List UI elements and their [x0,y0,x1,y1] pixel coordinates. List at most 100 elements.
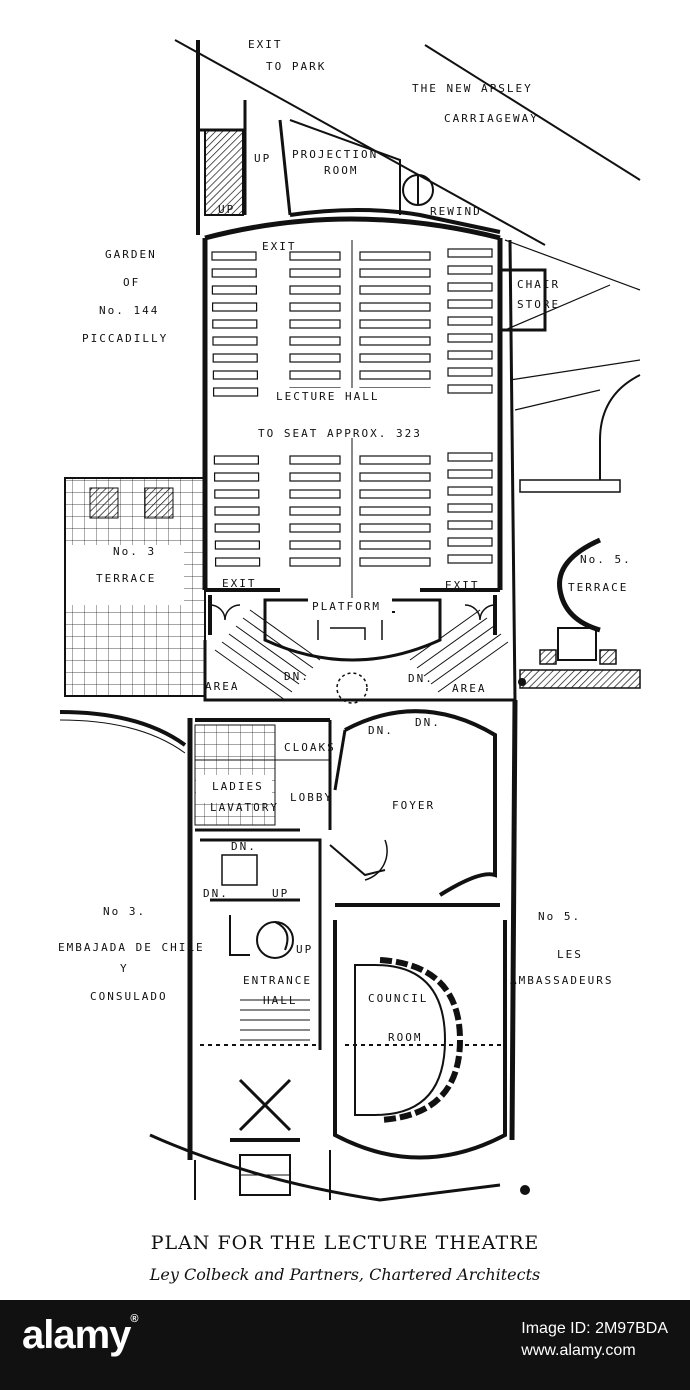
seat-row [447,469,493,479]
seat-row [289,506,341,516]
seat-row [214,472,260,482]
label-terrace-3: TERRACE [96,572,156,585]
site-url: www.alamy.com [521,1342,636,1359]
seat-row [212,336,258,346]
seat-row [289,268,341,278]
bollard [520,1185,530,1195]
label-up: UP [272,887,289,900]
seat-row [211,251,257,261]
plan-labels: EXIT TO PARK THE NEW APSLEY CARRIAGEWAY … [58,38,630,1044]
label-garden: PICCADILLY [82,332,168,345]
label-embajada: CONSULADO [90,990,168,1003]
label-foyer: FOYER [392,799,435,812]
seat-row [289,251,341,261]
seat-row [359,251,431,261]
seat-row [289,557,341,567]
label-carriageway: CARRIAGEWAY [444,112,539,125]
seat-row [447,282,493,292]
seat-row [359,370,431,380]
seat-row [212,353,258,363]
seat-row [289,302,341,312]
seat-row [447,554,493,564]
label-carriageway: THE NEW APSLEY [412,82,533,95]
label-area: AREA [452,682,487,695]
label-cloaks: CLOAKS [284,741,336,754]
seat-row [289,336,341,346]
caption-title: PLAN FOR THE LECTURE THEATRE [150,1232,540,1254]
registered-mark: ® [130,1313,138,1325]
label-down: DN. [415,716,441,729]
label-rewind: REWIND [430,205,482,218]
label-projection-room: ROOM [324,164,359,177]
seat-row [359,336,431,346]
label-down: DN. [203,887,229,900]
caption-subtitle: Ley Colbeck and Partners, Chartered Arch… [149,1265,541,1284]
label-down: DN. [284,670,310,683]
label-ladies-lavatory: LAVATORY [210,801,279,814]
label-down: DN. [231,840,257,853]
seat-row [289,472,341,482]
seat-row [214,506,260,516]
seat-row [214,523,260,533]
seat-row [447,333,493,343]
label-embajada: Y [120,962,129,975]
seat-row [211,285,257,295]
label-area: AREA [205,680,240,693]
label-council-room: ROOM [388,1031,423,1044]
label-entrance-hall: ENTRANCE [243,974,312,987]
seat-row [289,523,341,533]
label-up: UP [296,943,313,956]
seating-rows [211,248,493,567]
seat-row [289,489,341,499]
terrace-5 [519,374,641,689]
label-lecture-hall: LECTURE HALL [276,390,379,403]
seat-row [212,302,258,312]
seat-row [213,455,259,465]
label-exit-to-park: EXIT [248,38,283,51]
seat-row [359,353,431,363]
label-exit: EXIT [445,579,480,592]
seat-row [447,316,493,326]
seat-row [359,506,431,516]
seat-row [359,472,431,482]
label-up: UP [254,152,271,165]
seat-row [447,384,493,394]
seat-row [289,540,341,550]
image-id: Image ID: 2M97BDA [521,1320,668,1337]
label-council-room: COUNCIL [368,992,428,1005]
seat-row [447,248,493,258]
label-garden: OF [123,276,140,289]
seat-row [214,489,260,499]
label-up: UP [218,203,235,216]
seat-row [447,367,493,377]
seat-row [447,299,493,309]
label-platform: PLATFORM [312,600,381,613]
seat-row [215,557,261,567]
seat-row [212,370,258,380]
label-garden: No. 144 [99,304,159,317]
label-projection-room: PROJECTION [292,148,378,161]
exit-doors [208,595,497,635]
seat-row [359,523,431,533]
label-embajada: No 3. [103,905,146,918]
footer-image-id: Image ID: 2M97BDA www.alamy.com [521,1318,668,1362]
seat-row [359,285,431,295]
seat-row [447,537,493,547]
label-terrace-5: TERRACE [568,581,628,594]
seat-row [447,452,493,462]
seat-row [289,319,341,329]
label-down: DN. [368,724,394,737]
label-exit: EXIT [222,577,257,590]
label-embajada: EMBAJADA DE CHILE [58,941,205,954]
label-chair-store: STORE [517,298,560,311]
label-exit-to-park: TO PARK [266,60,326,73]
label-exit: EXIT [262,240,297,253]
label-garden: GARDEN [105,248,157,261]
terrace-planter [144,487,174,519]
label-entrance-hall: HALL [263,994,298,1007]
label-ambassadeurs: LES [557,948,583,961]
terrace-planter [89,487,119,519]
seat-row [359,540,431,550]
footer-logo: alamy® [22,1313,139,1358]
seat-row [359,455,431,465]
